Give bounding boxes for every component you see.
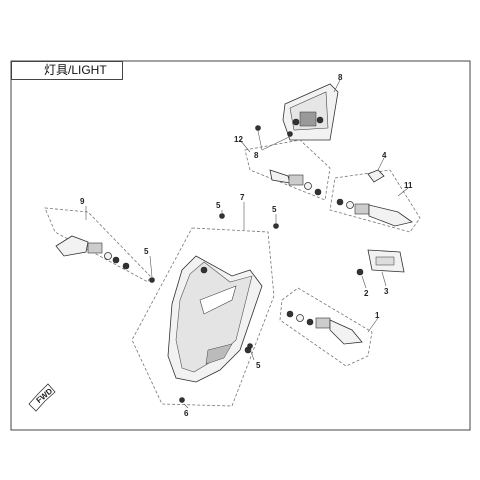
callout-5-b: 5 <box>272 205 277 214</box>
screw-icon <box>179 397 185 403</box>
group-box-1 <box>279 287 373 367</box>
callout-1: 1 <box>375 311 380 320</box>
callout-5-c: 5 <box>144 247 149 256</box>
group-box-7 <box>131 227 275 407</box>
rear-right-turn-signal <box>336 198 413 227</box>
group-box-9 <box>44 207 151 283</box>
callout-5-d: 5 <box>256 361 261 370</box>
group-box-11 <box>329 169 421 233</box>
callout-3: 3 <box>384 287 389 296</box>
callout-2: 2 <box>364 289 369 298</box>
front-left-turn-signal <box>55 235 130 270</box>
screw-icon <box>149 277 155 283</box>
callout-5-a: 5 <box>216 201 221 210</box>
diagram-title-text: 灯具/LIGHT <box>44 63 107 77</box>
nut-icon <box>356 268 364 276</box>
callout-12: 12 <box>234 135 243 144</box>
diagram-border <box>10 60 471 431</box>
screw-icon <box>255 125 261 131</box>
tail-light-assembly <box>282 83 339 141</box>
callout-11: 11 <box>404 181 413 190</box>
license-plate-light <box>367 249 405 273</box>
fwd-arrow-icon: FWD <box>28 383 56 412</box>
callout-7: 7 <box>240 193 245 202</box>
screw-icon <box>287 131 293 137</box>
group-box-12 <box>244 139 331 201</box>
screw-icon <box>273 223 279 229</box>
headlight-assembly <box>167 255 263 383</box>
callout-6: 6 <box>184 409 189 418</box>
diagram-title: 灯具/LIGHT <box>11 61 123 80</box>
front-right-turn-signal <box>286 310 363 345</box>
clip-part <box>367 169 385 183</box>
screw-icon <box>247 343 253 349</box>
callout-9: 9 <box>80 197 85 206</box>
screw-icon <box>219 213 225 219</box>
callout-8: 8 <box>338 73 343 82</box>
callout-4: 4 <box>382 151 387 160</box>
callout-10: 8 <box>254 151 259 160</box>
rear-left-turn-signal <box>269 169 322 196</box>
